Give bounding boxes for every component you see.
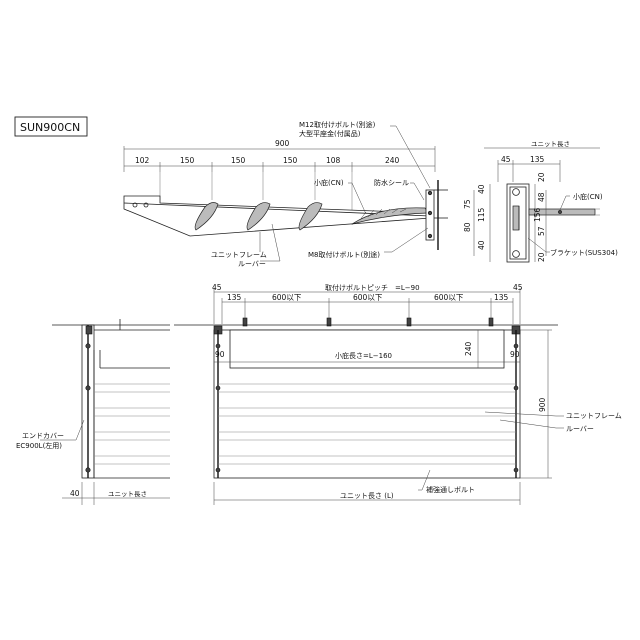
front-label-unit-frame: ユニットフレーム (566, 412, 622, 420)
front-dim-900: 900 (538, 397, 547, 412)
section-view: 900 102 150 150 150 108 240 (123, 120, 448, 268)
bracket-dim-156: 156 (533, 207, 542, 222)
bracket-dim-57: 57 (537, 226, 546, 236)
bracket-koh-bar (528, 208, 596, 216)
bracket-dim-20b: 20 (537, 252, 546, 262)
dim-108: 108 (326, 156, 341, 165)
bracket-dim-75: 75 (463, 199, 472, 209)
bracket-dim-20a: 20 (537, 172, 546, 182)
label-koh-cn: 小庇(CN) (314, 178, 344, 187)
louver-3 (298, 202, 323, 231)
louver-2 (246, 202, 271, 231)
label-end-cover: エンドカバー (22, 432, 64, 440)
label-washer: 大型平座金(付属品) (299, 129, 361, 138)
front-dim-600c: 600以下 (434, 293, 464, 302)
dim-150c: 150 (283, 156, 298, 165)
label-louver: ルーバー (238, 260, 266, 268)
front-pitch-label: 取付けボルトピッチ =L−90 (325, 283, 420, 292)
front-dim-90-left: 90 (215, 350, 225, 359)
bracket-dim-48: 48 (537, 192, 546, 202)
bracket-view: ユニット長さ 45 135 40 75 115 80 40 20 48 156 … (463, 140, 618, 263)
label-unit-frame: ユニットフレーム (211, 251, 267, 259)
bracket-label-bracket: ブラケット(SUS304) (550, 248, 618, 257)
front-dim-45-left: 45 (212, 283, 222, 292)
bracket-dim-115: 115 (477, 207, 486, 222)
label-seal: 防水シール (374, 178, 409, 187)
front-koh (229, 329, 505, 369)
front-dim-90-right: 90 (510, 350, 520, 359)
dim-150a: 150 (180, 156, 195, 165)
label-end-cover-model: EC900L(左用) (16, 441, 62, 450)
front-unit-length-L: ユニット長さ (L) (340, 492, 394, 500)
label-m12-bolt: M12取付けボルト(別途) (299, 120, 376, 129)
front-dim-45-right: 45 (513, 283, 523, 292)
front-view: 45 45 取付けボルトピッチ =L−90 135 600以下 600以下 60… (174, 283, 622, 505)
side-view: 40 ユニット長さ エンドカバー EC900L(左用) (16, 319, 170, 505)
dim-240: 240 (385, 156, 400, 165)
front-koh-length: 小庇長さ=L−160 (335, 351, 392, 360)
bracket-dim-135: 135 (530, 155, 545, 164)
bracket-unit-length: ユニット長さ (531, 140, 570, 148)
label-m8-bolt: M8取付けボルト(別途) (308, 250, 380, 259)
bracket-label-koh: 小庇(CN) (573, 192, 603, 201)
dim-total-900: 900 (275, 139, 290, 148)
front-label-louver: ルーバー (566, 425, 594, 433)
louver-1 (194, 202, 219, 231)
front-dim-135-left: 135 (227, 293, 242, 302)
dim-102: 102 (135, 156, 150, 165)
drawing-title: SUN900CN (20, 121, 80, 134)
front-dim-600b: 600以下 (353, 293, 383, 302)
bracket-dim-40a: 40 (477, 184, 486, 194)
title-box (14, 116, 88, 137)
bracket-dim-40b: 40 (477, 240, 486, 250)
front-dim-240: 240 (464, 341, 473, 356)
bracket-dim-45: 45 (501, 155, 511, 164)
front-dim-600a: 600以下 (272, 293, 302, 302)
side-unit-length: ユニット長さ (108, 490, 147, 498)
front-label-rod: 補強通しボルト (426, 485, 475, 494)
bracket-dim-80: 80 (463, 222, 472, 232)
side-dim-40: 40 (70, 489, 80, 498)
dim-150b: 150 (231, 156, 246, 165)
front-dim-135-right: 135 (494, 293, 509, 302)
